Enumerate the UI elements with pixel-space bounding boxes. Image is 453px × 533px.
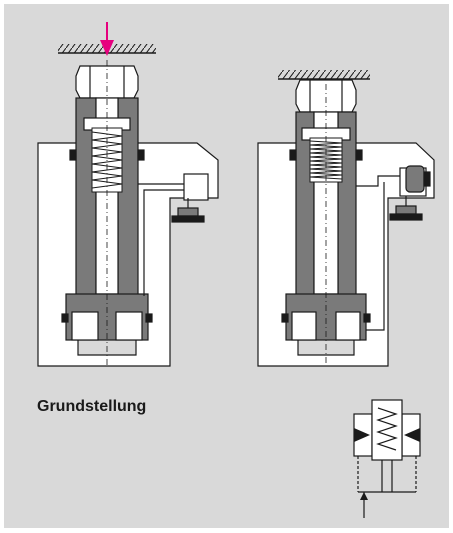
valve-left (37, 22, 219, 367)
check-valve-right (389, 196, 423, 221)
valve-symbol-icon (353, 399, 421, 518)
check-valve-left (171, 198, 205, 223)
ground-hatch-icon (278, 70, 370, 80)
hex-nut-right (295, 79, 357, 113)
caption-label: Grundstellung (37, 398, 147, 415)
force-arrow-icon (100, 22, 114, 56)
valve-right (257, 70, 435, 367)
